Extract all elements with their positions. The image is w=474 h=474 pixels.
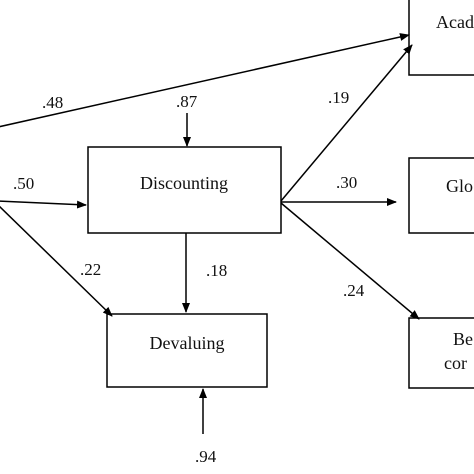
coef-left-to-academic: .48	[42, 93, 63, 112]
coef-discounting-to-devaluing: .18	[206, 261, 227, 280]
coef-left-to-devaluing: .22	[80, 260, 101, 279]
coef-discounting-to-academic: .19	[328, 88, 349, 107]
academic-label-line1: Acad	[436, 12, 474, 32]
global-label-line1: Glo	[446, 176, 473, 196]
academic-box	[408, 0, 474, 76]
devaluing-label: Devaluing	[150, 333, 225, 353]
arrow-left-to-devaluing	[0, 205, 113, 317]
discounting-box	[87, 146, 282, 234]
behavioral-box	[408, 317, 474, 389]
behavioral-label-line2: cor	[444, 353, 467, 373]
coef-left-to-discounting: .50	[13, 174, 34, 193]
devaluing-box	[106, 313, 268, 388]
arrow-left-to-academic	[0, 33, 410, 128]
global-box	[408, 157, 474, 234]
arrow-left-to-discounting	[0, 200, 87, 209]
arrow-discounting-to-academic	[280, 44, 413, 202]
coef-residual-devaluing: .94	[195, 447, 217, 466]
coef-discounting-to-global: .30	[336, 173, 357, 192]
coef-discounting-to-behavioral: .24	[343, 281, 365, 300]
discounting-label: Discounting	[140, 173, 228, 193]
behavioral-label-line1: Be	[453, 329, 473, 349]
coef-residual-discounting: .87	[176, 92, 198, 111]
arrow-discounting-to-behavioral	[280, 202, 420, 320]
